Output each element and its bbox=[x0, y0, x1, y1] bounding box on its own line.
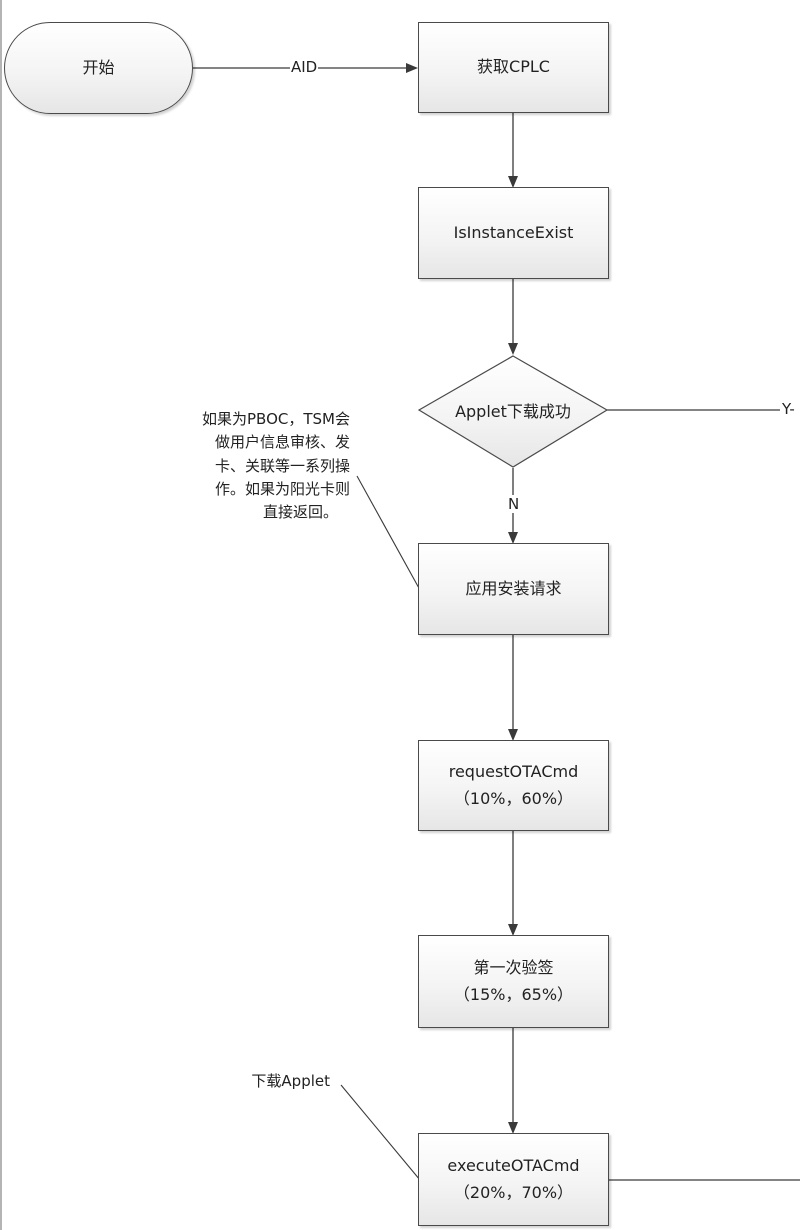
download-note: 下载Applet bbox=[200, 1070, 330, 1093]
install-request-node: 应用安装请求 bbox=[418, 543, 609, 635]
edge-label-yes: Y- bbox=[782, 400, 795, 418]
request-ota-cmd-line1: requestOTACmd bbox=[448, 762, 579, 782]
tsm-note-line: 作。如果为阳光卡则 bbox=[214, 479, 350, 498]
tsm-note-line: 直接返回。 bbox=[262, 503, 338, 521]
first-verify-node: 第一次验签 （15%，65%） bbox=[418, 935, 609, 1028]
edge-label-yes-text: Y- bbox=[782, 400, 795, 418]
is-instance-exist-node: IsInstanceExist bbox=[418, 187, 609, 279]
decision-label-wrap: Applet下载成功 bbox=[425, 395, 601, 425]
execute-ota-cmd-line2: （20%，70%） bbox=[453, 1182, 574, 1202]
edge-label-aid: AID bbox=[290, 58, 319, 76]
request-ota-cmd-node: requestOTACmd （10%，60%） bbox=[418, 740, 609, 831]
tsm-note-line: 卡、关联等一系列操 bbox=[214, 456, 350, 475]
request-ota-cmd-line2: （10%，60%） bbox=[453, 788, 574, 808]
execute-ota-cmd-line1: executeOTACmd bbox=[447, 1156, 580, 1176]
edge-label-no: N bbox=[507, 495, 521, 513]
tsm-note-line: 如果为PBOC，TSM会 bbox=[202, 410, 350, 428]
install-request-label: 应用安装请求 bbox=[465, 578, 562, 598]
tsm-note: 如果为PBOC，TSM会 做用户信息审核、发 卡、关联等一系列操 作。如果为阳光… bbox=[150, 408, 350, 524]
get-cplc-node: 获取CPLC bbox=[418, 22, 609, 113]
decision-diamond bbox=[417, 355, 609, 468]
get-cplc-label: 获取CPLC bbox=[477, 57, 550, 77]
start-node-label: 开始 bbox=[82, 57, 115, 77]
execute-ota-cmd-node: executeOTACmd （20%，70%） bbox=[418, 1133, 609, 1226]
download-note-text: 下载Applet bbox=[251, 1072, 330, 1090]
tsm-note-line: 做用户信息审核、发 bbox=[214, 433, 350, 452]
first-verify-line1: 第一次验签 bbox=[473, 958, 554, 978]
is-instance-exist-label: IsInstanceExist bbox=[453, 222, 574, 242]
start-node: 开始 bbox=[4, 22, 193, 114]
edge-label-aid-text: AID bbox=[291, 58, 318, 76]
note-leader-download bbox=[340, 1084, 421, 1181]
note-leader-tsm bbox=[356, 475, 421, 591]
first-verify-line2: （15%，65%） bbox=[453, 984, 574, 1004]
decision-label: Applet下载成功 bbox=[455, 402, 571, 421]
edge-label-no-text: N bbox=[508, 495, 520, 513]
